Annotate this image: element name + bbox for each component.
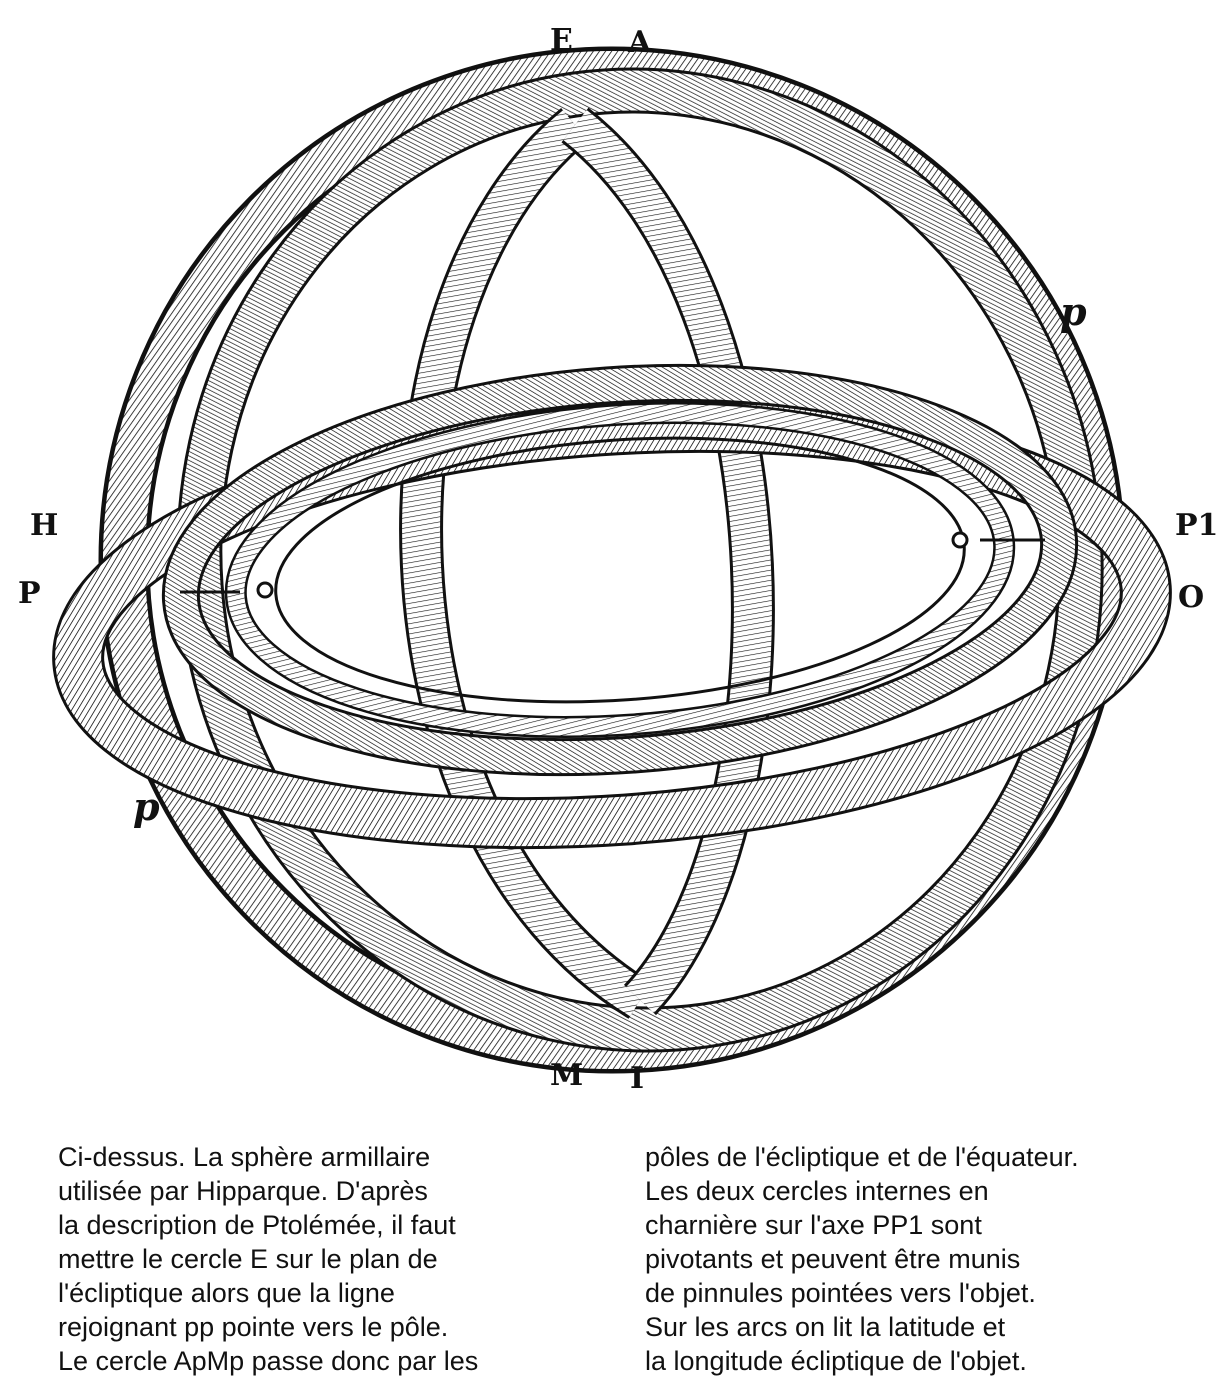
caption-line: la longitude écliptique de l'objet. xyxy=(645,1346,1027,1376)
caption-line: Ci-dessus. La sphère armillaire xyxy=(58,1142,431,1172)
caption-line: la description de Ptolémée, il faut xyxy=(58,1210,456,1240)
caption-line: utilisée par Hipparque. D'après xyxy=(58,1176,428,1206)
caption-line: Les deux cercles internes en xyxy=(645,1176,989,1206)
label-H: H xyxy=(30,508,58,543)
inner-ring-outer xyxy=(161,363,1079,777)
armillary-sphere-engraving: E A p H P P1 O p M I xyxy=(18,23,1218,1096)
caption-right-column: pôles de l'écliptique et de l'équateur. … xyxy=(645,1140,1079,1378)
label-A: A xyxy=(627,25,652,60)
label-I: I xyxy=(630,1061,644,1096)
caption-line: l'écliptique alors que la ligne xyxy=(58,1278,395,1308)
caption-line: charnière sur l'axe PP1 sont xyxy=(645,1210,982,1240)
label-O: O xyxy=(1178,580,1204,615)
caption-line: Le cercle ApMp passe donc par les xyxy=(58,1346,479,1376)
hinge-pin-left xyxy=(180,581,274,599)
caption-line: pôles de l'écliptique et de l'équateur. xyxy=(645,1142,1079,1172)
colure-ring-left xyxy=(399,107,652,1019)
colure-ring-right xyxy=(561,107,775,1016)
caption-line: de pinnules pointées vers l'objet. xyxy=(645,1278,1036,1308)
label-P1: P1 xyxy=(1175,508,1218,543)
caption-left-column: Ci-dessus. La sphère armillaire utilisée… xyxy=(58,1140,478,1378)
label-M: M xyxy=(550,1058,583,1093)
caption-line: mettre le cercle E sur le plan de xyxy=(58,1244,438,1274)
label-p-top: p xyxy=(1060,289,1087,334)
caption-line: rejoignant pp pointe vers le pôle. xyxy=(58,1312,449,1342)
label-P: P xyxy=(18,576,41,611)
hinge-pin-right xyxy=(951,531,1045,549)
caption-line: Sur les arcs on lit la latitude et xyxy=(645,1312,1006,1342)
ecliptic-ring xyxy=(52,400,1172,850)
label-p-bottom: p xyxy=(133,784,160,829)
label-E: E xyxy=(550,23,573,58)
caption-line: pivotants et peuvent être munis xyxy=(645,1244,1021,1274)
